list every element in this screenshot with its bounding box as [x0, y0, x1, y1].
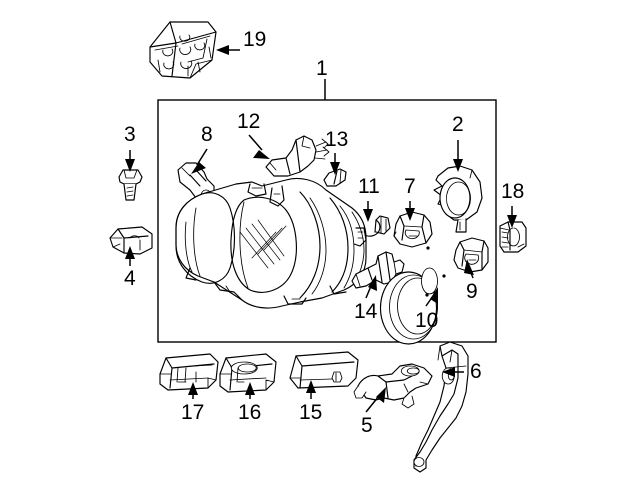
- leader-12: [248, 134, 270, 159]
- part-16-shape: [219, 353, 277, 393]
- part-15-shape: [289, 351, 359, 389]
- part-13-shape: [323, 168, 347, 187]
- part-18-shape: [499, 221, 527, 253]
- part-4-shape: [109, 226, 153, 255]
- part-10-shape: [379, 246, 446, 345]
- callout-label-15: 15: [299, 401, 323, 424]
- callout-label-10: 10: [415, 309, 439, 332]
- part-3-shape: [118, 169, 143, 201]
- leader-16: [245, 382, 255, 399]
- leader-10: [425, 287, 438, 307]
- leader-9: [464, 259, 474, 279]
- leader-17: [188, 382, 198, 399]
- callout-label-9: 9: [466, 280, 478, 303]
- part-5-shape: [353, 363, 433, 409]
- part-9-shape: [453, 237, 489, 273]
- part-12-shape: [265, 135, 330, 177]
- callout-label-18: 18: [501, 180, 525, 203]
- leader-4: [125, 246, 135, 266]
- part-2-shape: [433, 165, 483, 233]
- leader-14: [365, 275, 377, 299]
- leader-7: [405, 201, 415, 221]
- part-6-shape: [413, 341, 469, 473]
- callout-label-7: 7: [404, 175, 416, 198]
- leader-6: [442, 367, 464, 377]
- callout-label-12: 12: [237, 110, 261, 133]
- callout-label-2: 2: [452, 113, 464, 136]
- callout-label-13: 13: [325, 128, 349, 151]
- leader-19: [216, 45, 240, 55]
- callout-label-11: 11: [358, 175, 380, 198]
- callout-label-5: 5: [361, 414, 373, 437]
- callout-label-17: 17: [181, 401, 205, 424]
- part-7-shape: [393, 211, 433, 248]
- callout-label-14: 14: [354, 300, 378, 323]
- callout-label-19: 19: [243, 28, 267, 51]
- headlamp-housing-shape: [175, 177, 367, 309]
- leader-11: [363, 201, 373, 222]
- callout-label-6: 6: [470, 360, 482, 383]
- callout-label-1: 1: [316, 57, 328, 80]
- leader-3: [125, 150, 135, 172]
- part-19-shape: [149, 21, 217, 79]
- leader-2: [453, 140, 463, 172]
- leader-8: [191, 148, 208, 174]
- callout-label-16: 16: [238, 401, 262, 424]
- callout-label-3: 3: [124, 123, 136, 146]
- leader-13: [330, 153, 340, 175]
- callout-label-8: 8: [201, 123, 213, 146]
- leader-15: [306, 380, 316, 399]
- part-17-shape: [159, 353, 219, 391]
- callout-label-4: 4: [124, 267, 136, 290]
- leader-5: [365, 387, 386, 413]
- leader-18: [507, 206, 517, 228]
